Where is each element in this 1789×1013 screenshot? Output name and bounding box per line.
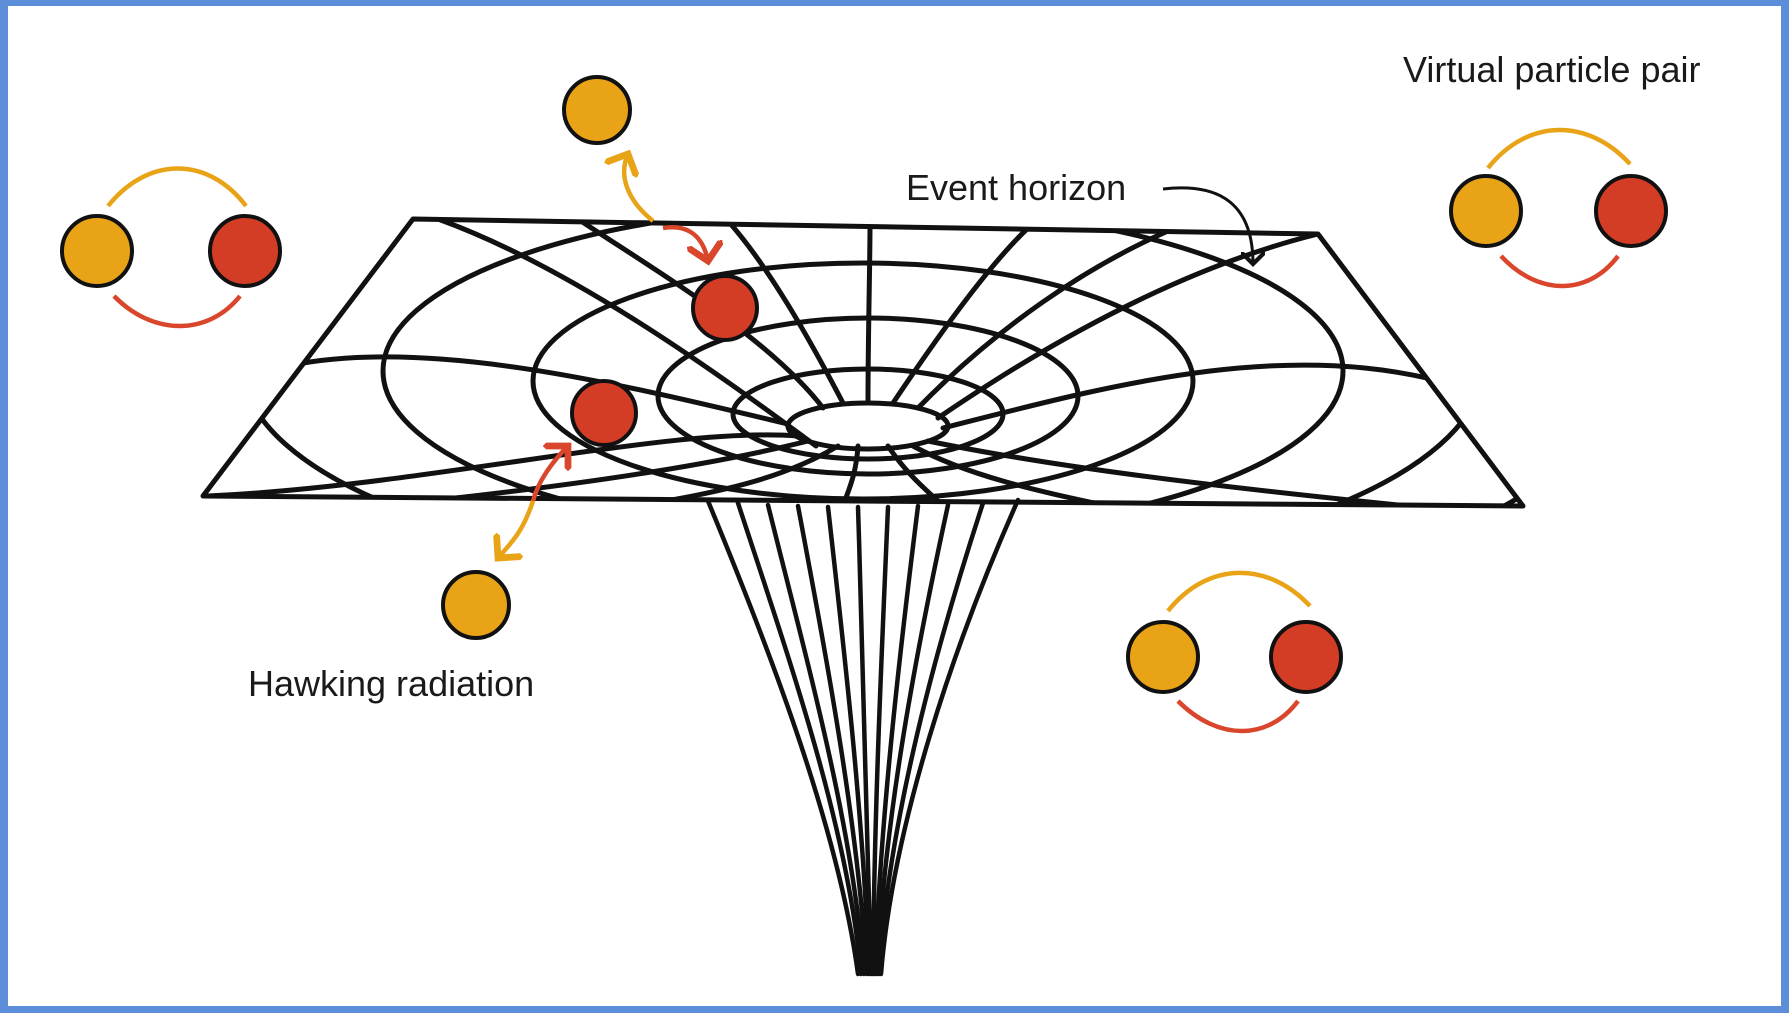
virtual-pair-right-top bbox=[1449, 127, 1668, 289]
virtual-pair-right-bottom bbox=[1126, 570, 1343, 734]
infalling-particles bbox=[570, 274, 759, 447]
spacetime-sheet-outline bbox=[200, 216, 1526, 509]
spacetime-grid bbox=[203, 219, 1523, 506]
escaping-particle-bottom bbox=[441, 446, 568, 640]
funnel-throat bbox=[705, 497, 1021, 977]
hawking-radiation-diagram: Virtual particle pair Event horizon Hawk… bbox=[60, 49, 1700, 977]
escaping-particle-top bbox=[562, 75, 708, 261]
virtual-pair-left bbox=[60, 166, 282, 329]
diagram-frame: Virtual particle pair Event horizon Hawk… bbox=[8, 6, 1781, 1006]
event-horizon-label: Event horizon bbox=[906, 167, 1126, 208]
virtual-pair-label: Virtual particle pair bbox=[1403, 49, 1700, 90]
event-horizon-pointer bbox=[1162, 186, 1253, 264]
hawking-radiation-label: Hawking radiation bbox=[248, 663, 534, 704]
